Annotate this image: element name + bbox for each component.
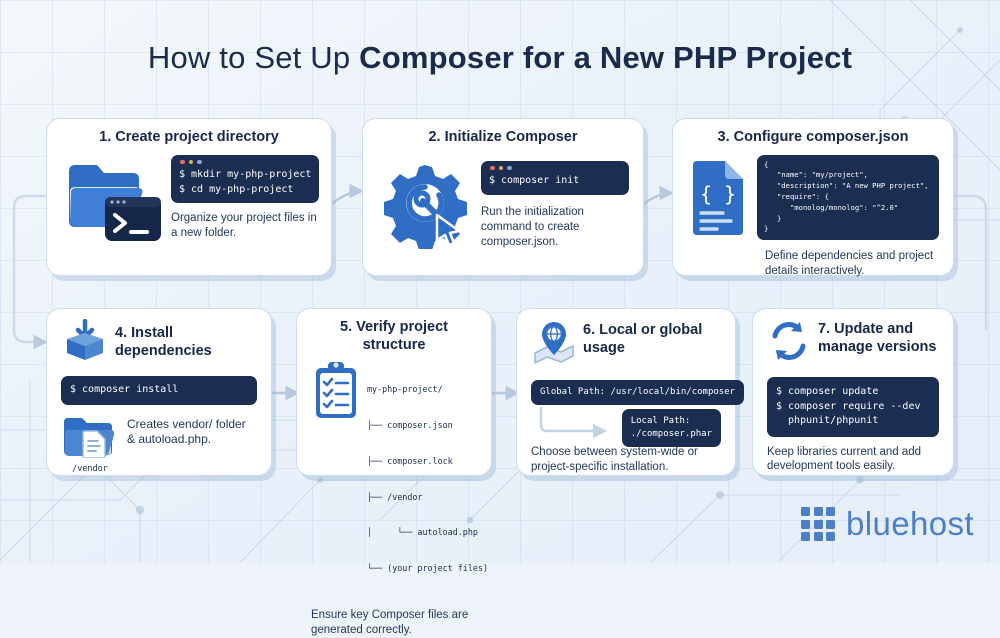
code-line: { — [764, 159, 769, 169]
step-6-heading: 6. Local or global usage — [583, 322, 703, 356]
step-4-terminal: $ composer install — [61, 376, 257, 405]
path-branch-arrow — [539, 407, 608, 439]
page-title-bold: Composer for a New PHP Project — [359, 40, 853, 75]
code-line: } — [764, 213, 782, 223]
terminal-titlebar-dots — [179, 155, 311, 169]
step-card-3[interactable]: 3. Configure composer.json { } { "name":… — [672, 118, 954, 277]
tree-line: └── (your project files) — [367, 563, 489, 574]
global-path-chip: Global Path: /usr/local/bin/composer — [531, 380, 745, 406]
terminal-line: $ composer init — [489, 175, 580, 187]
terminal-line: $ composer install — [70, 384, 179, 395]
code-line: "require": { — [764, 192, 829, 202]
terminal-line: $ mkdir my-php-project — [179, 169, 312, 181]
step-1-terminal: $ mkdir my-php-project $ cd my-php-proje… — [171, 154, 320, 204]
code-line: } — [764, 224, 769, 234]
step-5-heading: 5. Verify project structure — [340, 319, 448, 353]
step-card-6[interactable]: 6. Local or global usage Global Path: /u… — [516, 308, 745, 476]
step-card-4[interactable]: 4. Install dependencies $ composer insta… — [46, 308, 272, 476]
tree-line: my-php-project/ — [367, 384, 443, 395]
step-2-terminal: $ composer init — [481, 160, 629, 195]
tree-line: │ └── autoload.php — [367, 527, 478, 538]
svg-text:{ }: { } — [700, 182, 736, 206]
flow-connectors — [12, 183, 988, 401]
step-card-1[interactable]: 1. Create project directory — [46, 118, 332, 276]
terminal-line: $ composer update — [776, 386, 879, 397]
local-path-chip: Local Path: ./composer.phar — [621, 409, 721, 448]
vendor-folder-icon — [61, 417, 119, 462]
package-download-icon — [61, 318, 109, 368]
page-title: How to Set Up Composer for a New PHP Pro… — [0, 40, 1000, 76]
step-card-7[interactable]: 7. Update and manage versions $ composer… — [752, 308, 954, 476]
step-4-description: Creates vendor/ folder & autoload.php. — [127, 416, 246, 447]
tree-line: ├── composer.json — [367, 419, 453, 430]
step-7-heading: 7. Update and manage versions — [818, 321, 937, 355]
terminal-line: $ composer require --dev — [776, 400, 921, 412]
step-3-description: Define dependencies and project details … — [765, 249, 934, 277]
globe-map-pin-icon — [531, 319, 577, 372]
step-card-5[interactable]: 5. Verify project structure — [296, 308, 492, 636]
step-1-description: Organize your project files in a new fol… — [171, 212, 317, 240]
bluehost-logo: bluehost — [801, 505, 974, 543]
step-card-2[interactable]: 2. Initialize Composer — [362, 118, 644, 276]
code-line: "description": "A new PHP project", — [764, 181, 929, 191]
step-2-description: Run the initialization command to create… — [481, 205, 584, 248]
code-line: "name": "my/project", — [764, 170, 868, 180]
clipboard-checklist-icon — [311, 360, 361, 598]
bluehost-grid-logo — [801, 507, 836, 541]
bluehost-wordmark: bluehost — [846, 505, 974, 542]
step-7-description: Keep libraries current and add developme… — [767, 445, 922, 473]
page-title-plain: How to Set Up — [147, 40, 360, 75]
step-7-terminal: $ composer update $ composer require --d… — [767, 377, 939, 437]
json-file-icon: { } — [687, 155, 749, 242]
step-3-heading: 3. Configure composer.json — [717, 129, 909, 145]
refresh-cycle-icon — [767, 319, 811, 368]
gear-wrench-cursor-icon — [377, 157, 473, 254]
step-4-heading: 4. Install dependencies — [115, 325, 212, 359]
terminal-titlebar-dots — [489, 161, 621, 175]
step-2-heading: 2. Initialize Composer — [428, 129, 578, 145]
tree-line: ├── composer.lock — [367, 455, 453, 466]
step-5-description: Ensure key Composer files are generated … — [311, 608, 469, 636]
tree-line: ├── /vendor — [367, 491, 423, 502]
folder-terminal-icon — [61, 155, 161, 246]
vendor-folder-label: /vendor — [72, 463, 108, 474]
terminal-line: $ cd my-php-project — [179, 183, 294, 195]
step-3-code-block: { "name": "my/project", "description": "… — [757, 154, 939, 241]
step-6-description: Choose between system-wide or project-sp… — [531, 446, 698, 473]
code-line: "monolog/monolog": "^2.0" — [764, 202, 899, 212]
step-1-heading: 1. Create project directory — [99, 129, 279, 145]
terminal-line: phpunit/phpunit — [776, 415, 879, 426]
